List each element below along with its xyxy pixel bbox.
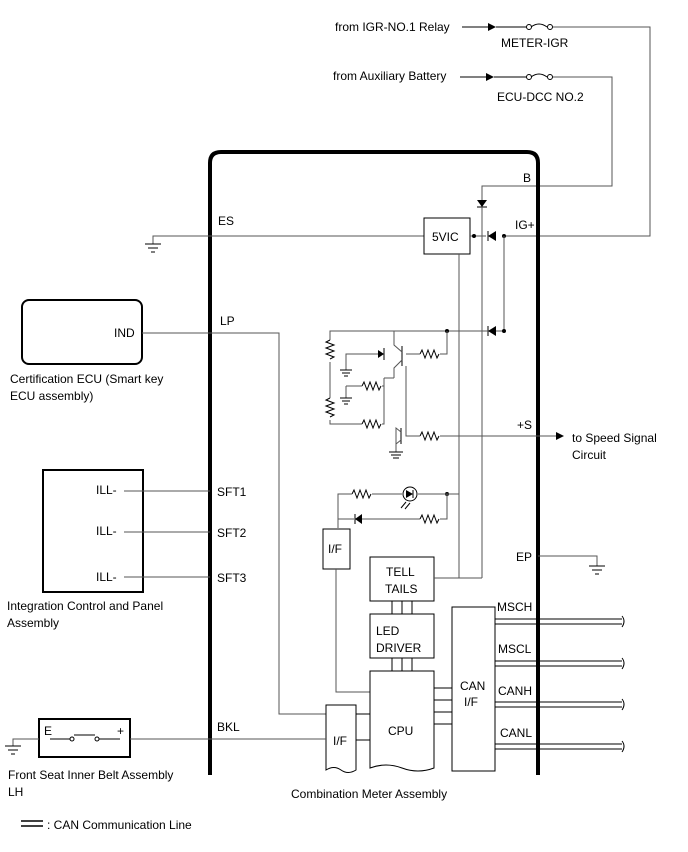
can-if-line1: CAN xyxy=(460,679,485,693)
speed-signal-line2: Circuit xyxy=(572,448,607,462)
tell-line1: TELL xyxy=(386,565,415,579)
vic-label: 5VIC xyxy=(432,230,459,244)
arrow-icon xyxy=(486,73,494,81)
legend-can-line-label: : CAN Communication Line xyxy=(47,818,192,832)
cert-label-line2: ECU assembly) xyxy=(10,389,93,403)
can-bus-lines: MSCH MSCL CANH CANL xyxy=(495,600,625,753)
diode-icon xyxy=(355,514,362,524)
belt-e-label: E xyxy=(44,724,52,738)
seat-belt-switch-box xyxy=(38,718,131,758)
aux-battery-label: from Auxiliary Battery xyxy=(333,69,446,83)
tell-tails-block xyxy=(369,556,435,602)
resistor-icon xyxy=(324,339,336,360)
ground-icon xyxy=(589,565,605,575)
speed-signal-line1: to Speed Signal xyxy=(572,431,657,445)
integ-label-line1: Integration Control and Panel xyxy=(7,599,163,613)
certification-ecu-box xyxy=(21,299,143,365)
can-if-line2: I/F xyxy=(464,695,478,709)
diode-icon xyxy=(477,200,487,207)
integration-control-box xyxy=(42,469,144,593)
aux-battery-feed: from Auxiliary Battery ECU-DCC NO.2 xyxy=(333,69,613,200)
belt-plus-label: + xyxy=(117,724,124,738)
meter-housing-outline xyxy=(208,150,540,775)
diode-icon xyxy=(488,231,496,241)
resistor-icon xyxy=(419,348,440,360)
lower-if-label: I/F xyxy=(333,734,347,748)
cpu-label: CPU xyxy=(388,724,413,738)
integ-pin3-label: ILL- xyxy=(96,570,117,584)
ground-icon xyxy=(5,745,21,755)
igr-relay-feed: from IGR-NO.1 Relay METER-IGR xyxy=(335,20,651,237)
resistor-icon xyxy=(361,418,382,430)
led-driver-line2: DRIVER xyxy=(376,641,422,655)
fuse-icon xyxy=(530,73,548,78)
resistor-icon xyxy=(351,488,372,500)
fuse-icon xyxy=(530,23,548,28)
pin-mscl-label: MSCL xyxy=(498,642,532,656)
meter-igr-fuse-label: METER-IGR xyxy=(501,36,569,50)
pin-bkl-label: BKL xyxy=(217,720,240,734)
cpu-block xyxy=(369,670,435,772)
resistor-icon xyxy=(324,397,336,418)
integ-pin2-label: ILL- xyxy=(96,524,117,538)
ground-icon xyxy=(145,243,161,253)
pin-canh-label: CANH xyxy=(498,684,532,698)
led-driver-line1: LED xyxy=(376,624,400,638)
pin-msch-label: MSCH xyxy=(497,600,532,614)
integ-pin1-label: ILL- xyxy=(96,483,117,497)
tell-line2: TAILS xyxy=(385,582,417,596)
indicator-driver-circuit xyxy=(324,326,564,459)
resistor-icon xyxy=(419,513,440,525)
resistor-icon xyxy=(361,380,382,392)
can-if-block xyxy=(451,606,496,772)
pin-es-label: ES xyxy=(218,214,234,228)
pin-plus-s-label: +S xyxy=(517,418,532,432)
pin-ep-label: EP xyxy=(516,550,532,564)
igr-relay-label: from IGR-NO.1 Relay xyxy=(335,20,450,34)
pin-sft2-label: SFT2 xyxy=(217,526,247,540)
arrow-icon xyxy=(488,23,496,31)
resistor-icon xyxy=(419,430,440,442)
pin-sft3-label: SFT3 xyxy=(217,571,247,585)
led-icon xyxy=(406,490,413,498)
belt-label-line1: Front Seat Inner Belt Assembly xyxy=(8,768,173,782)
pin-sft1-label: SFT1 xyxy=(217,485,247,499)
pin-b-label: B xyxy=(523,171,531,185)
integ-label-line2: Assembly xyxy=(7,616,59,630)
legend: : CAN Communication Line xyxy=(21,818,192,832)
cert-pin-label: IND xyxy=(114,326,135,340)
arrow-icon xyxy=(556,432,564,440)
meter-assembly-label: Combination Meter Assembly xyxy=(291,787,447,801)
pin-lp-label: LP xyxy=(220,314,235,328)
pin-canl-label: CANL xyxy=(500,726,532,740)
upper-if-block xyxy=(322,528,351,570)
belt-label-line2: LH xyxy=(8,785,23,799)
upper-if-label: I/F xyxy=(328,542,342,556)
led-indicator-circuit xyxy=(337,486,459,528)
ecu-dcc-fuse-label: ECU-DCC NO.2 xyxy=(497,90,584,104)
diode-icon xyxy=(488,326,496,336)
pin-ig-plus-label: IG+ xyxy=(515,218,535,232)
lower-if-block xyxy=(325,704,357,773)
cert-label-line1: Certification ECU (Smart key xyxy=(10,372,163,386)
